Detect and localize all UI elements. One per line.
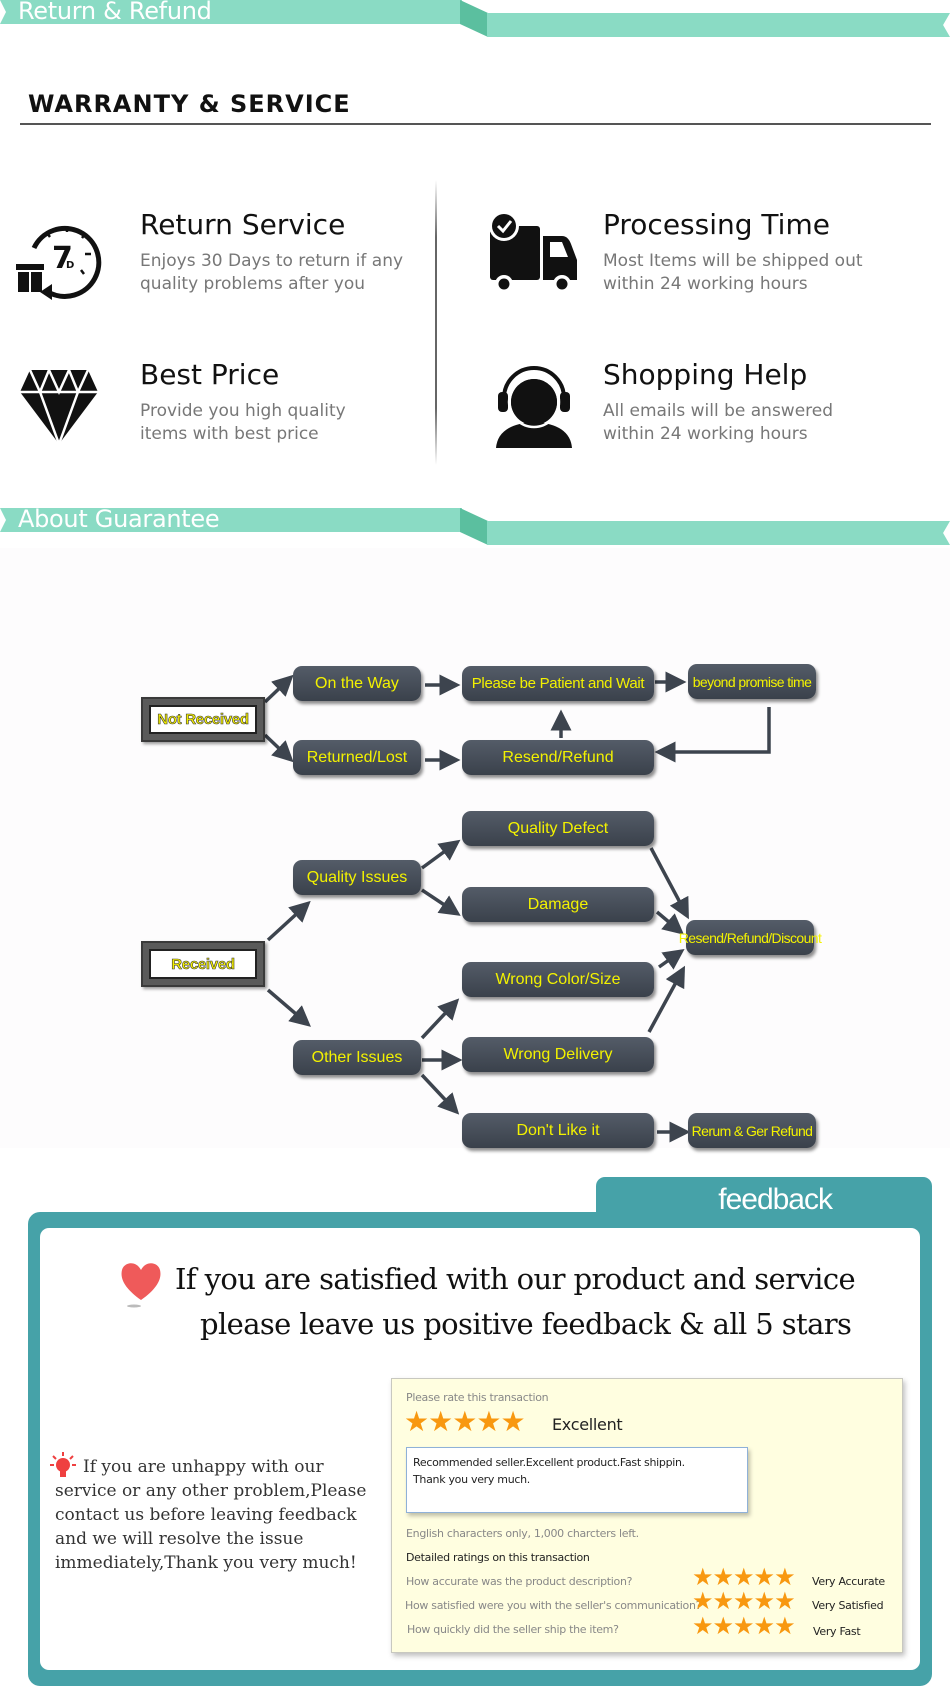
service-desc-line1: All emails will be answered — [603, 401, 834, 421]
diamond-icon — [20, 366, 98, 445]
service-desc-line2: within 24 working hours — [603, 424, 808, 444]
svg-text:D: D — [66, 260, 74, 271]
node-dont-like-it: Don't Like it — [462, 1113, 654, 1148]
shipping-rating-label: Very Fast — [813, 1625, 861, 1638]
star-icon[interactable]: ★ — [753, 1563, 775, 1591]
question-description: How accurate was the product description… — [406, 1575, 633, 1588]
node-returned-lost: Returned/Lost — [293, 740, 421, 775]
shipping-star-rating[interactable]: ★★★★★ — [692, 1612, 796, 1640]
feedback-tab-label: feedback — [718, 1183, 833, 1216]
star-icon[interactable]: ★ — [753, 1612, 775, 1640]
node-on-the-way: On the Way — [293, 666, 421, 701]
banner-title: Return & Refund — [18, 0, 212, 25]
rate-prompt: Please rate this transaction — [406, 1391, 549, 1404]
heart-icon — [121, 1263, 161, 1308]
star-icon[interactable]: ★ — [692, 1587, 713, 1615]
service-desc-line1: Provide you high quality — [140, 401, 346, 421]
service-title: Return Service — [140, 208, 346, 241]
star-icon[interactable]: ★ — [452, 1405, 477, 1438]
node-wrong-color-size: Wrong Color/Size — [462, 962, 654, 997]
star-icon[interactable]: ★ — [476, 1405, 501, 1438]
node-beyond-promise-time: beyond promise time — [688, 664, 816, 699]
question-shipping: How quickly did the seller ship the item… — [407, 1623, 619, 1636]
question-communication: How satisfied were you with the seller's… — [405, 1599, 702, 1612]
star-icon[interactable]: ★ — [774, 1612, 795, 1640]
node-please-be-patient: Please be Patient and Wait — [462, 666, 654, 701]
node-label: Received — [171, 955, 235, 973]
star-icon[interactable]: ★ — [500, 1405, 525, 1438]
feedback-headline-2: please leave us positive feedback & all … — [200, 1307, 852, 1341]
service-desc-line2: items with best price — [140, 424, 319, 444]
star-icon[interactable]: ★ — [733, 1587, 754, 1615]
ribbon-right — [487, 521, 950, 545]
service-title: Shopping Help — [603, 358, 808, 391]
star-icon[interactable]: ★ — [712, 1587, 734, 1615]
ribbon-left — [0, 508, 462, 532]
service-desc-line1: Most Items will be shipped out — [603, 251, 863, 271]
star-icon[interactable]: ★ — [774, 1563, 795, 1591]
detailed-ratings-title: Detailed ratings on this transaction — [406, 1551, 590, 1564]
warranty-title: WARRANTY & SERVICE — [28, 90, 351, 118]
star-icon[interactable]: ★ — [774, 1587, 795, 1615]
service-title: Processing Time — [603, 208, 830, 241]
unhappy-message: If you are unhappy with our service or a… — [55, 1455, 385, 1575]
column-divider — [435, 180, 437, 465]
service-desc-line2: quality problems after you — [140, 274, 366, 294]
unhappy-text: If you are unhappy with our service or a… — [55, 1457, 367, 1573]
service-title: Best Price — [140, 358, 280, 391]
ribbon-fold — [460, 508, 488, 545]
communication-star-rating[interactable]: ★★★★★ — [692, 1587, 796, 1615]
node-resend-refund-discount: Resend/Refund/Discount — [679, 920, 822, 955]
node-damage: Damage — [462, 887, 654, 922]
delivery-truck-check-icon — [489, 212, 577, 293]
title-underline — [20, 123, 931, 125]
feedback-headline-1: If you are satisfied with our product an… — [175, 1262, 856, 1296]
star-icon[interactable]: ★ — [692, 1563, 713, 1591]
node-not-received: Not Received — [141, 697, 265, 742]
overall-rating-label: Excellent — [552, 1415, 623, 1434]
node-label: Not Received — [157, 711, 249, 729]
ribbon-right — [487, 13, 950, 37]
char-limit-note: English characters only, 1,000 charcters… — [406, 1527, 639, 1540]
node-quality-defect: Quality Defect — [462, 811, 654, 846]
clock-7-days-return-icon: 7 D — [16, 225, 102, 300]
return-refund-banner: Return & Refund — [0, 0, 950, 40]
description-star-rating[interactable]: ★★★★★ — [692, 1563, 796, 1591]
star-icon[interactable]: ★ — [712, 1563, 734, 1591]
overall-star-rating[interactable]: ★★★★★ — [404, 1405, 526, 1438]
node-received: Received — [141, 941, 265, 987]
headset-support-icon — [496, 366, 572, 448]
ribbon-fold — [460, 0, 488, 37]
node-quality-issues: Quality Issues — [293, 860, 421, 895]
service-desc-line1: Enjoys 30 Days to return if any — [140, 251, 404, 271]
svg-text:7: 7 — [52, 241, 73, 276]
star-icon[interactable]: ★ — [404, 1405, 429, 1438]
about-guarantee-banner: About Guarantee — [0, 505, 950, 548]
node-wrong-delivery: Wrong Delivery — [462, 1037, 654, 1072]
node-other-issues: Other Issues — [293, 1040, 421, 1075]
star-icon[interactable]: ★ — [733, 1612, 754, 1640]
star-icon[interactable]: ★ — [733, 1563, 754, 1591]
banner-title: About Guarantee — [18, 505, 220, 533]
node-return-get-refund: Rerum & Ger Refund — [688, 1113, 816, 1148]
node-resend-refund: Resend/Refund — [462, 740, 654, 775]
star-icon[interactable]: ★ — [753, 1587, 775, 1615]
service-desc-line2: within 24 working hours — [603, 274, 808, 294]
lightbulb-icon — [50, 1452, 76, 1477]
comment-line: Thank you very much. — [413, 1473, 530, 1486]
comment-textarea[interactable]: Recommended seller.Excellent product.Fas… — [406, 1447, 748, 1513]
ribbon-left — [0, 0, 462, 24]
communication-rating-label: Very Satisfied — [812, 1599, 884, 1612]
star-icon[interactable]: ★ — [428, 1405, 453, 1438]
comment-line: Recommended seller.Excellent product.Fas… — [413, 1456, 685, 1469]
star-icon[interactable]: ★ — [712, 1612, 734, 1640]
rating-panel: Please rate this transaction ★★★★★ Excel… — [391, 1378, 903, 1653]
star-icon[interactable]: ★ — [692, 1612, 713, 1640]
description-rating-label: Very Accurate — [812, 1575, 885, 1588]
